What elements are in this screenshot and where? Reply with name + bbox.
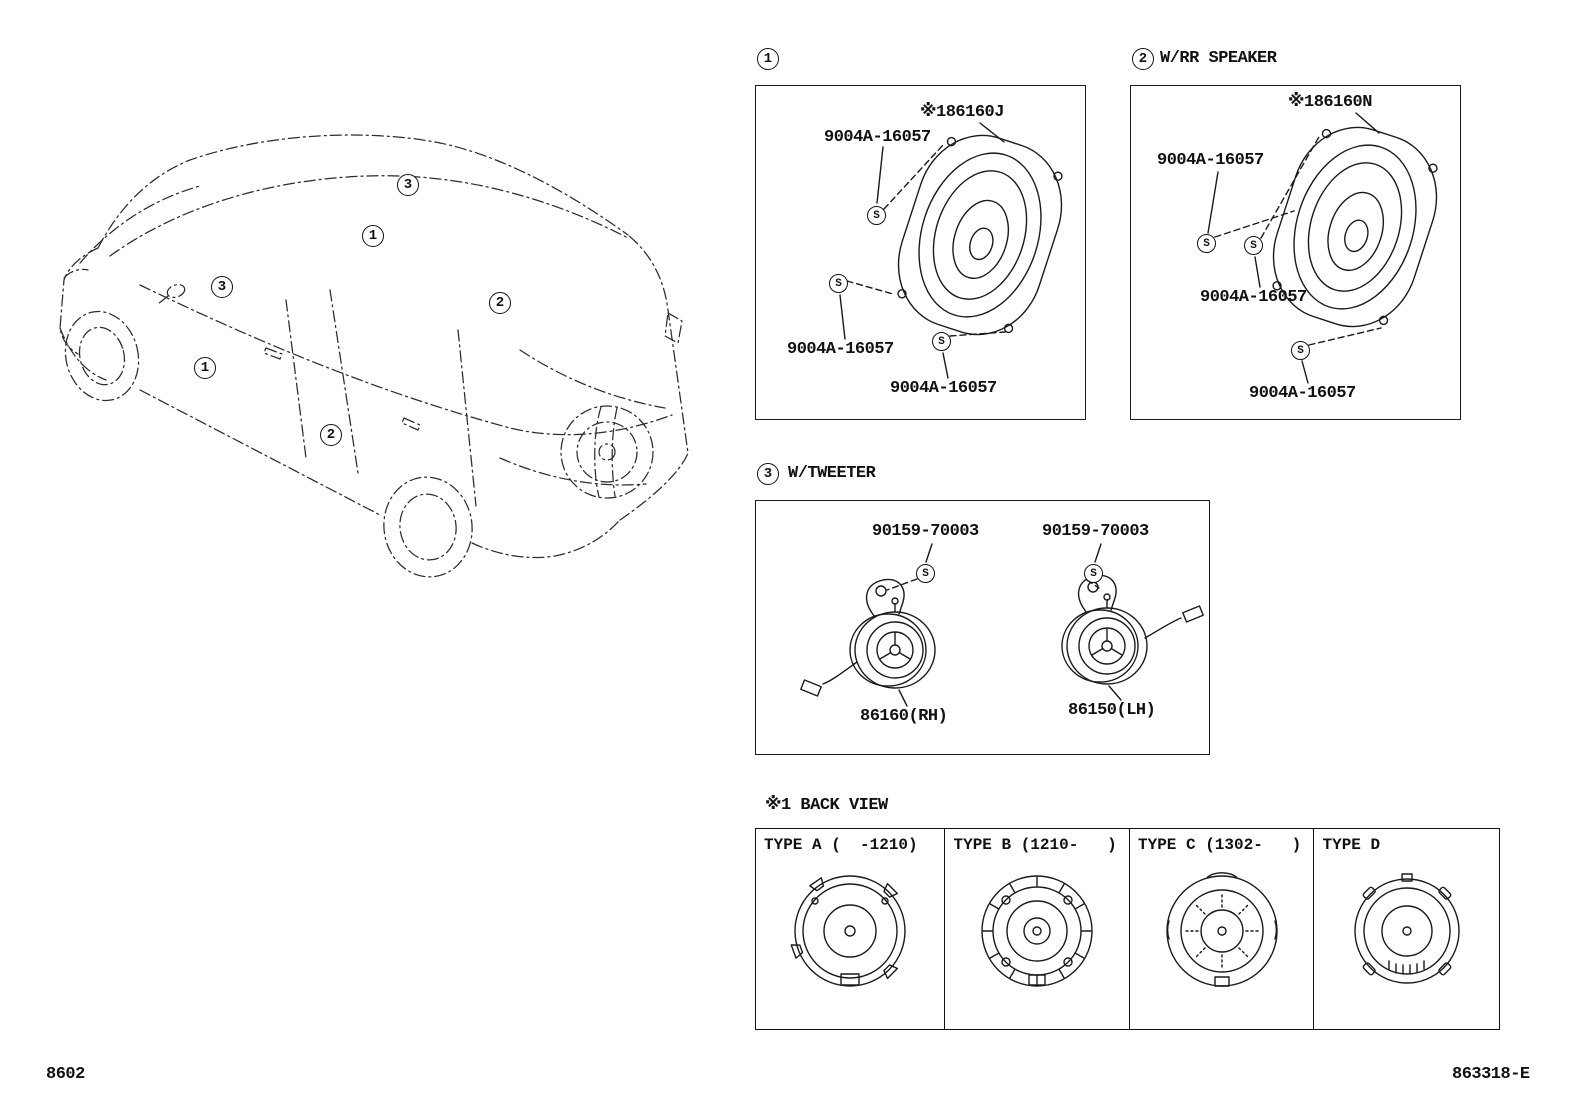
car-position-callout: 1 [194,357,216,379]
part-number-label: 9004A-16057 [1200,288,1307,307]
screw-letter: S [938,335,945,348]
type-label: TYPE C (1302- ) [1137,836,1302,854]
rear-speaker-drawing [1207,112,1438,384]
type-label: TYPE D [1322,836,1381,854]
car-position-callout: 1 [362,225,384,247]
part-number-label: 9004A-16057 [787,340,894,359]
screw-symbol: S [829,274,848,293]
screw-letter: S [1090,567,1097,580]
part-number-label: 86150(LH) [1068,701,1156,720]
fig3-frame [755,500,1210,755]
page-code: 8602 [46,1065,85,1084]
callout-number: 3 [217,279,227,295]
type-label: TYPE A ( -1210) [764,836,918,854]
tweeter-rh-drawing [800,578,936,697]
screw-symbol: S [867,206,886,225]
vehicle-outline-drawing [59,134,689,578]
part-number-label: 9004A-16057 [890,379,997,398]
callout-number: 3 [403,177,413,193]
speaker-back-view-type-b [981,875,1093,987]
part-number-label: 90159-70003 [1042,522,1149,541]
part-number-label: ※186160J [920,103,1004,122]
part-number-label: ※186160N [1288,93,1372,112]
car-position-callout: 2 [320,424,342,446]
back-view-cell-type-b: TYPE B (1210- ) [945,829,1130,1029]
screw-letter: S [922,567,929,580]
fig3-callout: 3 [757,463,779,485]
figure-code: 863318-E [1452,1065,1530,1084]
screw-letter: S [873,209,880,222]
callout-number: 2 [495,295,505,311]
tweeter-drawings [800,543,1204,707]
type-label: TYPE B (1210- ) [953,836,1117,854]
part-number-label: 86160(RH) [860,707,948,726]
part-number-label: 9004A-16057 [824,128,931,147]
fig1-frame [755,85,1086,420]
screw-letter: S [1297,344,1304,357]
screw-symbol: S [1084,564,1103,583]
callout-number: 1 [763,51,773,67]
screw-symbol: S [932,332,951,351]
car-position-callout: 3 [211,276,233,298]
fig3-title: W/TWEETER [788,464,876,483]
callout-number: 1 [368,228,378,244]
screw-letter: S [1203,237,1210,250]
speaker-back-view-type-a [790,875,906,987]
screw-letter: S [835,277,842,290]
speaker-back-view-type-c [1166,872,1278,987]
back-view-table: TYPE A ( -1210) TYPE B (1210- ) [755,828,1500,1030]
part-number-label: 9004A-16057 [1249,384,1356,403]
back-view-title: ※1 BACK VIEW [765,796,888,815]
car-position-callout: 3 [397,174,419,196]
car-position-callout: 2 [489,292,511,314]
fig2-callout: 2 [1132,48,1154,70]
callout-number: 2 [1138,51,1148,67]
screw-symbol: S [1291,341,1310,360]
callout-number: 1 [200,360,210,376]
screw-letter: S [1250,239,1257,252]
tweeter-lh-drawing [1061,574,1204,685]
door-speaker-drawing [839,122,1063,379]
fig1-callout: 1 [757,48,779,70]
part-number-label: 9004A-16057 [1157,151,1264,170]
back-view-cell-type-c: TYPE C (1302- ) [1130,829,1315,1029]
speaker-back-view-type-d [1354,873,1460,984]
callout-number: 3 [763,466,773,482]
callout-number: 2 [326,427,336,443]
screw-symbol: S [1244,236,1263,255]
fig2-title: W/RR SPEAKER [1160,49,1277,68]
screw-symbol: S [916,564,935,583]
part-number-label: 90159-70003 [872,522,979,541]
screw-symbol: S [1197,234,1216,253]
back-view-cell-type-a: TYPE A ( -1210) [756,829,946,1029]
back-view-cell-type-d: TYPE D [1314,829,1499,1029]
